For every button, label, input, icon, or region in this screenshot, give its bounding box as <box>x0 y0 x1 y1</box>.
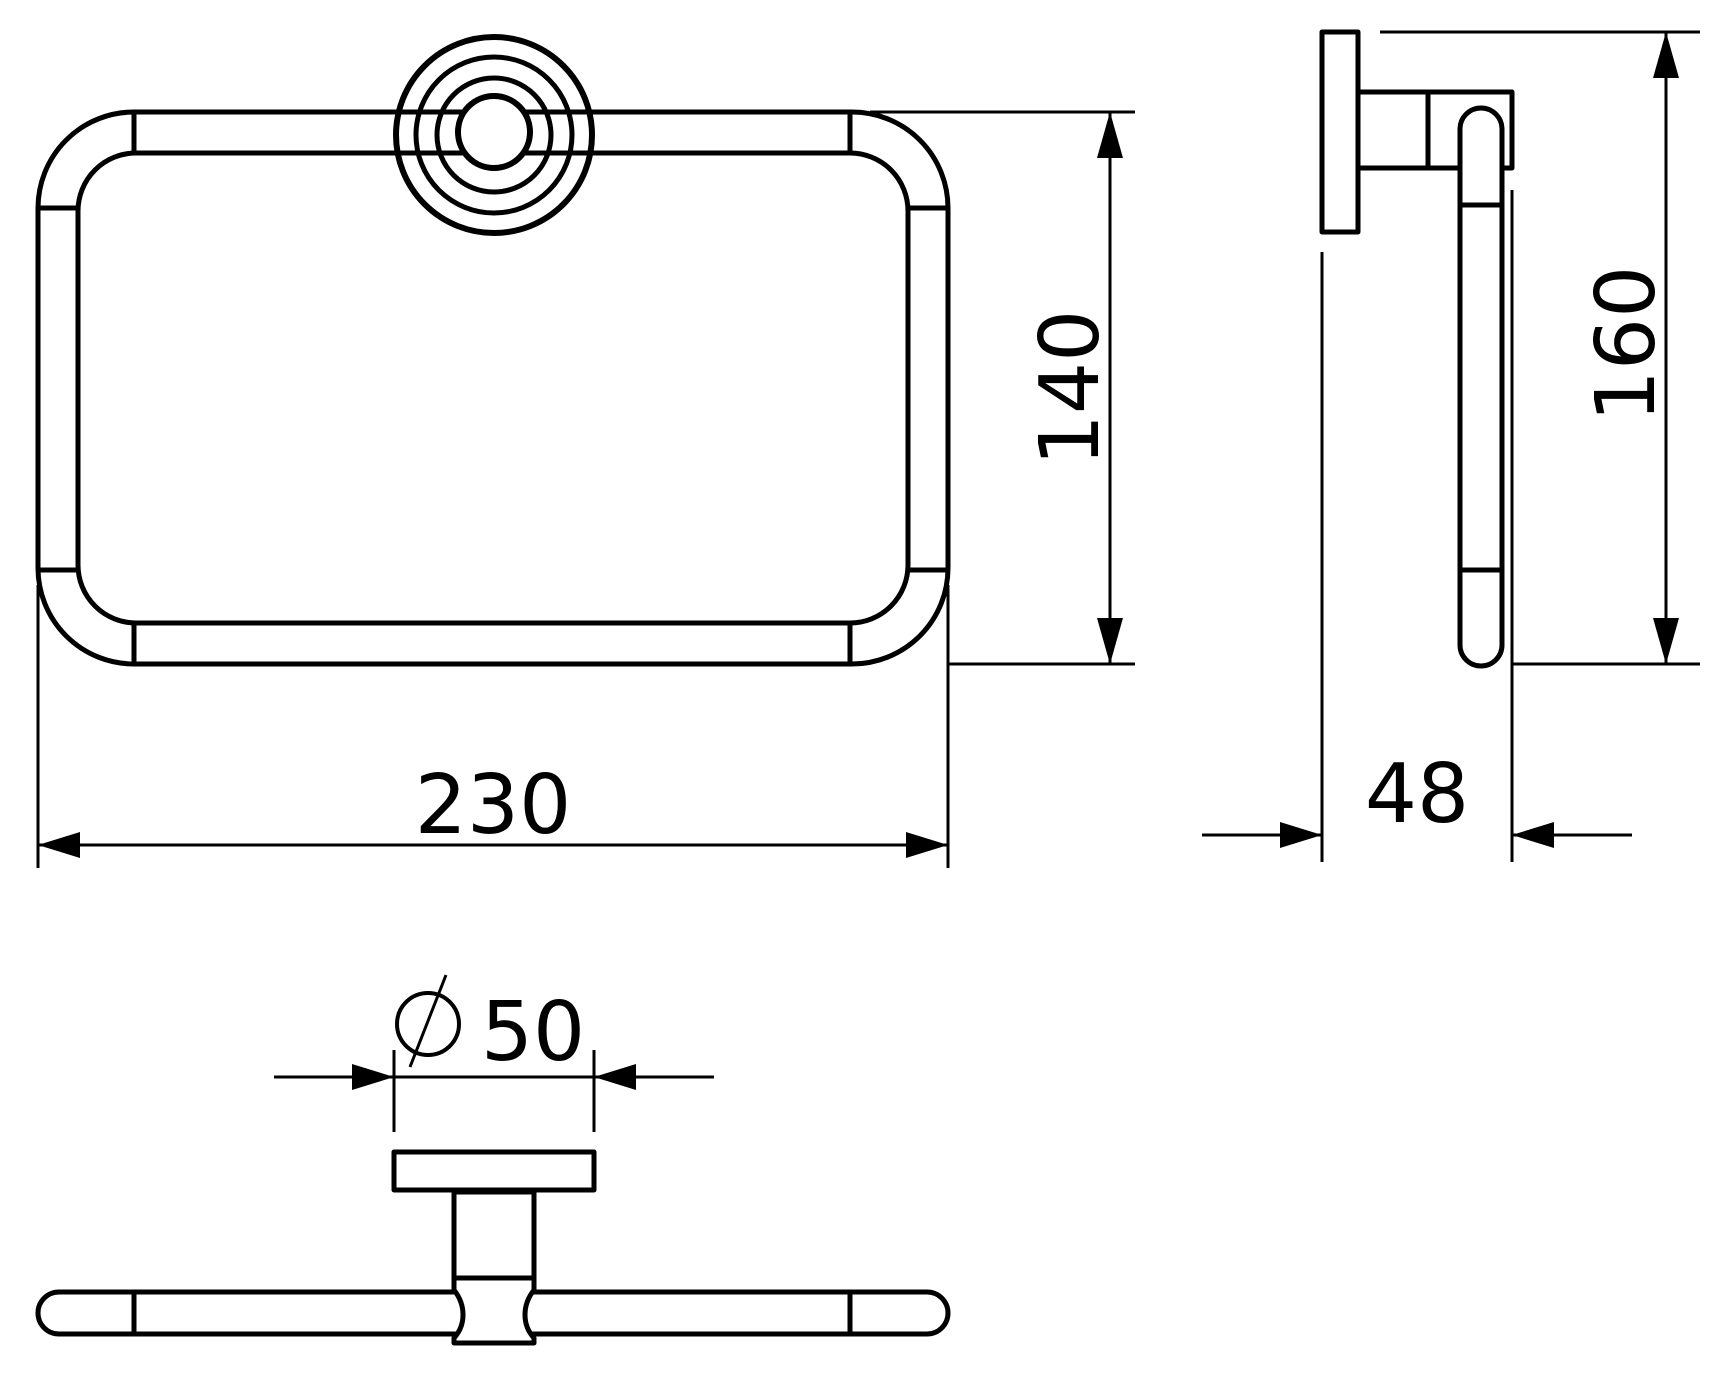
arrowhead <box>1097 618 1123 664</box>
arrowhead <box>1097 112 1123 158</box>
arrowhead <box>594 1064 636 1090</box>
mount-rosette-middle <box>413 54 575 216</box>
dimension-width-label: 230 <box>415 758 572 853</box>
top-view <box>35 1149 951 1346</box>
wall-plate-top <box>391 1149 597 1193</box>
dimension-depth-label: 48 <box>1365 747 1469 842</box>
dimension-diameter-label: 50 <box>481 985 585 1080</box>
side-view <box>1319 29 1515 669</box>
diameter-symbol: Ø <box>0 0 1 1</box>
front-view <box>35 34 951 667</box>
side-arrows <box>1280 32 1679 848</box>
mount-arm <box>1355 89 1431 171</box>
front-arrows <box>38 112 1123 858</box>
mount-rosette-inner <box>434 75 554 195</box>
arrowhead <box>352 1064 394 1090</box>
arrowhead <box>1512 822 1554 848</box>
ring-side-bar <box>1457 105 1505 669</box>
wall-plate <box>1319 29 1361 235</box>
dimension-overall-height-label: 160 <box>1579 266 1674 423</box>
top-dimensions <box>274 974 714 1132</box>
dimension-height-label: 140 <box>1023 310 1118 467</box>
mount-post <box>451 1189 537 1283</box>
arrowhead <box>1653 32 1679 78</box>
top-arrows <box>352 1064 636 1090</box>
arrowhead <box>906 832 948 858</box>
diameter-symbol-circle <box>395 991 461 1057</box>
arrowhead <box>1653 618 1679 664</box>
arrowhead <box>38 832 80 858</box>
arrowhead <box>1280 822 1322 848</box>
mount-post-circle <box>455 93 533 171</box>
front-dimensions <box>36 110 1135 868</box>
post-clamp <box>451 1275 537 1346</box>
